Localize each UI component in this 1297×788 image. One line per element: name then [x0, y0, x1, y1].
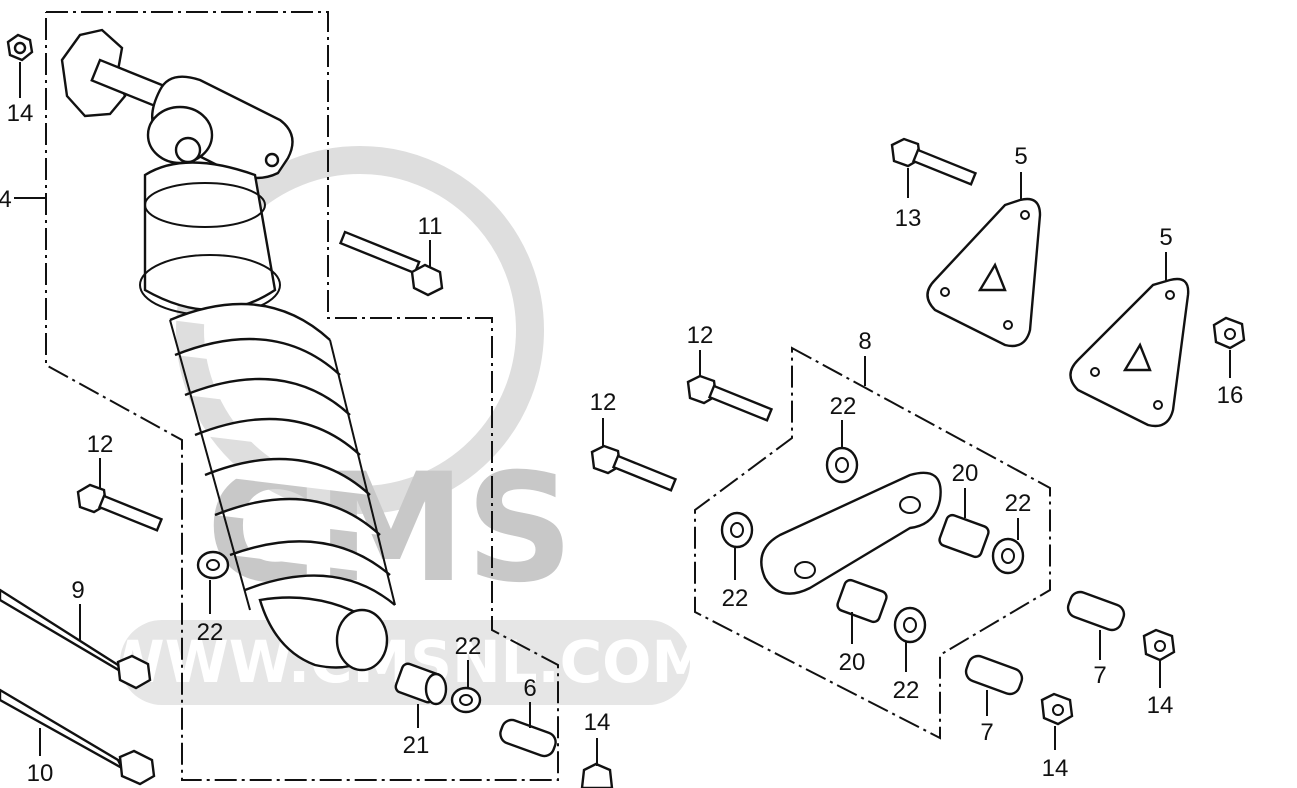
rear-shock-absorber: [60, 28, 396, 672]
callout-22: 22: [722, 585, 749, 612]
bolt-13: [890, 137, 978, 186]
plate-5-upper: [926, 197, 1042, 348]
callout-13: 13: [895, 205, 922, 232]
callout-14: 14: [7, 100, 34, 127]
preload-adjuster-knob: [60, 28, 176, 118]
bolt-12-upper: [686, 374, 774, 422]
nut-16: [1212, 316, 1246, 350]
callout-12: 12: [687, 322, 714, 349]
bolt-9: [0, 588, 152, 690]
callout-7: 7: [1093, 662, 1106, 689]
callout-8: 8: [858, 328, 871, 355]
callout-22: 22: [455, 633, 482, 660]
plate-5-lower: [1069, 277, 1190, 428]
callout-21: 21: [403, 732, 430, 759]
nut-14-bottom: [580, 762, 614, 788]
bolt-11: [338, 230, 444, 297]
callout-20: 20: [952, 460, 979, 487]
callout-22: 22: [197, 619, 224, 646]
shock-group-boundary: [45, 11, 559, 781]
bearing-22-lower: [450, 686, 482, 714]
callout-20: 20: [839, 649, 866, 676]
callout-10: 10: [27, 760, 54, 787]
bolt-12-left: [76, 483, 164, 532]
callout-9: 9: [71, 577, 84, 604]
bearing-22-link-right: [991, 537, 1025, 575]
bearing-22-link-top: [825, 446, 859, 484]
collar-20-upper: [938, 513, 990, 559]
collar-20-lower: [836, 578, 888, 624]
nut-14-right: [1142, 628, 1176, 662]
bearing-22-link-left: [720, 511, 754, 549]
callout-22: 22: [830, 393, 857, 420]
callout-14: 14: [584, 709, 611, 736]
callout-12: 12: [87, 431, 114, 458]
linkage-group-boundary: [694, 346, 1051, 740]
callout-12: 12: [590, 389, 617, 416]
bearing-22-link-bottom: [893, 606, 927, 644]
collar-21: [394, 662, 448, 706]
callout-6: 6: [523, 675, 536, 702]
bolt-10: [0, 688, 156, 786]
callout-22: 22: [1005, 490, 1032, 517]
collar-6: [499, 718, 557, 758]
callout-5: 5: [1159, 224, 1172, 251]
callout-14: 14: [1042, 755, 1069, 782]
coil-spring: [169, 302, 396, 611]
nut-14-center: [1040, 692, 1074, 726]
callout-4: 4: [0, 186, 12, 213]
callout-5: 5: [1014, 143, 1027, 170]
washer-22-left: [196, 550, 230, 580]
callout-14: 14: [1147, 692, 1174, 719]
link-8: [760, 471, 942, 595]
leader-lines: [14, 62, 1231, 766]
callout-11: 11: [418, 213, 443, 240]
nut-14-top-left: [6, 33, 34, 62]
callout-16: 16: [1217, 382, 1244, 409]
callout-22: 22: [893, 677, 920, 704]
callout-labels: 14 4 11 12 22 9 10 22 21 6 14 12 12 8 22…: [0, 100, 1243, 787]
collar-7-lower: [964, 654, 1024, 696]
collar-7-upper: [1066, 590, 1126, 632]
callout-7: 7: [980, 719, 993, 746]
bolt-12-middle: [590, 444, 678, 492]
